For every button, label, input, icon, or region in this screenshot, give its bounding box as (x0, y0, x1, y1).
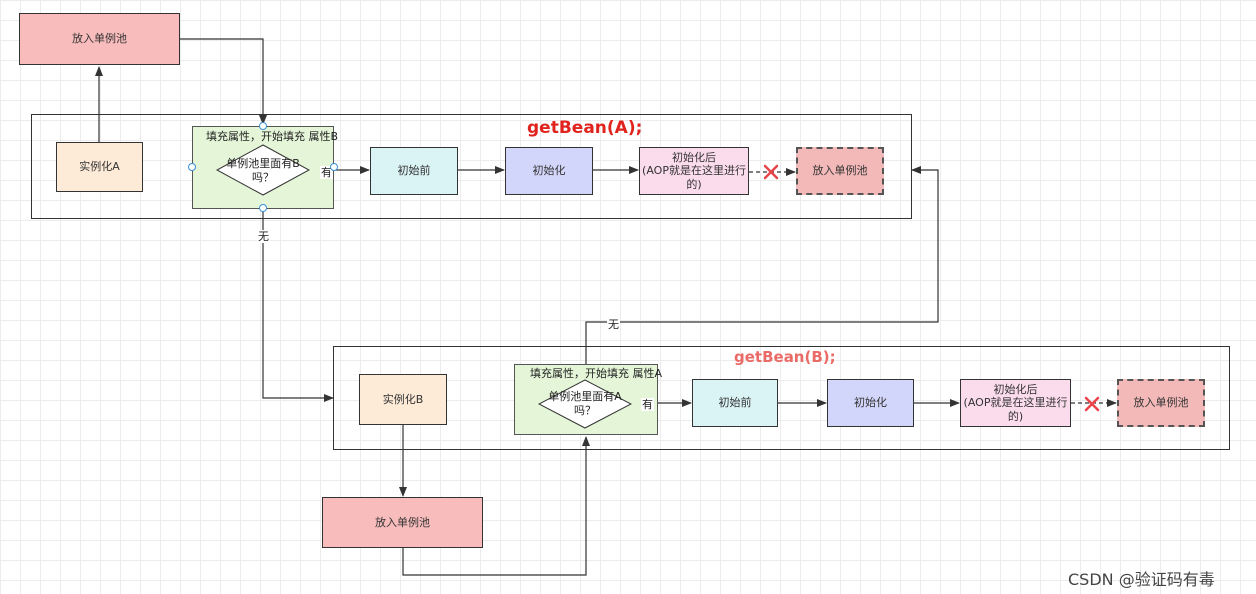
instantiate-b-node[interactable]: 实例化B (359, 374, 447, 425)
instantiate-b-label: 实例化B (382, 392, 424, 406)
put-singleton-b-node[interactable]: 放入单例池 (1117, 379, 1205, 427)
decision-b-text: 单例池里面有A吗？ (548, 390, 622, 417)
watermark: CSDN @验证码有毒 (1068, 570, 1215, 589)
before-init-b-label: 初始前 (718, 396, 752, 410)
init-b-node[interactable]: 初始化 (827, 379, 914, 427)
after-init-a-node[interactable]: 初始化后 (AOP就是在这里进行的) (639, 147, 749, 195)
getbean-b-title: getBean(B); (734, 348, 836, 366)
before-init-a-label: 初始前 (397, 164, 431, 178)
put-singleton-b-label: 放入单例池 (1133, 396, 1189, 410)
init-a-node[interactable]: 初始化 (505, 147, 593, 195)
after-init-a-label: 初始化后 (AOP就是在这里进行的) (642, 151, 746, 191)
edge-singleton-below-to-fill-b (402, 436, 590, 576)
getbean-a-frame (31, 114, 912, 219)
after-init-b-label: 初始化后 (AOP就是在这里进行的) (963, 383, 1068, 423)
fill-attr-b-label: 填充属性，开始填充 属性A (530, 367, 663, 380)
before-init-b-node[interactable]: 初始前 (692, 379, 778, 427)
no-label-a: 无 (257, 230, 270, 243)
fill-attr-a-label: 填充属性，开始填充 属性B (206, 130, 339, 143)
getbean-a-title: getBean(A); (527, 118, 643, 138)
instantiate-a-node[interactable]: 实例化A (56, 142, 143, 192)
instantiate-a-label: 实例化A (79, 160, 120, 174)
cross-mark-bottom (1084, 396, 1100, 412)
decision-a-diamond[interactable] (216, 144, 310, 196)
put-singleton-above-label: 放入单例池 (72, 32, 127, 46)
yes-label-a: 有 (320, 166, 333, 179)
put-singleton-a-label: 放入单例池 (812, 164, 868, 178)
init-a-label: 初始化 (532, 164, 566, 178)
no-label-b: 无 (607, 318, 620, 331)
put-singleton-a-node[interactable]: 放入单例池 (796, 147, 884, 195)
decision-a-text: 单例池里面有B吗？ (226, 157, 300, 184)
decision-b-diamond[interactable] (538, 379, 632, 429)
put-singleton-below-label: 放入单例池 (375, 515, 430, 529)
put-singleton-below-node[interactable]: 放入单例池 (322, 497, 483, 548)
edge-decision-a-no (262, 208, 334, 402)
before-init-a-node[interactable]: 初始前 (370, 147, 458, 195)
getbean-b-frame (333, 346, 1230, 450)
put-singleton-above-node[interactable]: 放入单例池 (19, 13, 180, 65)
edge-decision-b-no (585, 166, 939, 380)
after-init-b-node[interactable]: 初始化后 (AOP就是在这里进行的) (960, 379, 1071, 427)
init-b-label: 初始化 (854, 396, 887, 410)
edge-singleton-to-fill-a (180, 38, 267, 125)
cross-mark-top (763, 164, 779, 180)
yes-label-b: 有 (641, 398, 654, 411)
